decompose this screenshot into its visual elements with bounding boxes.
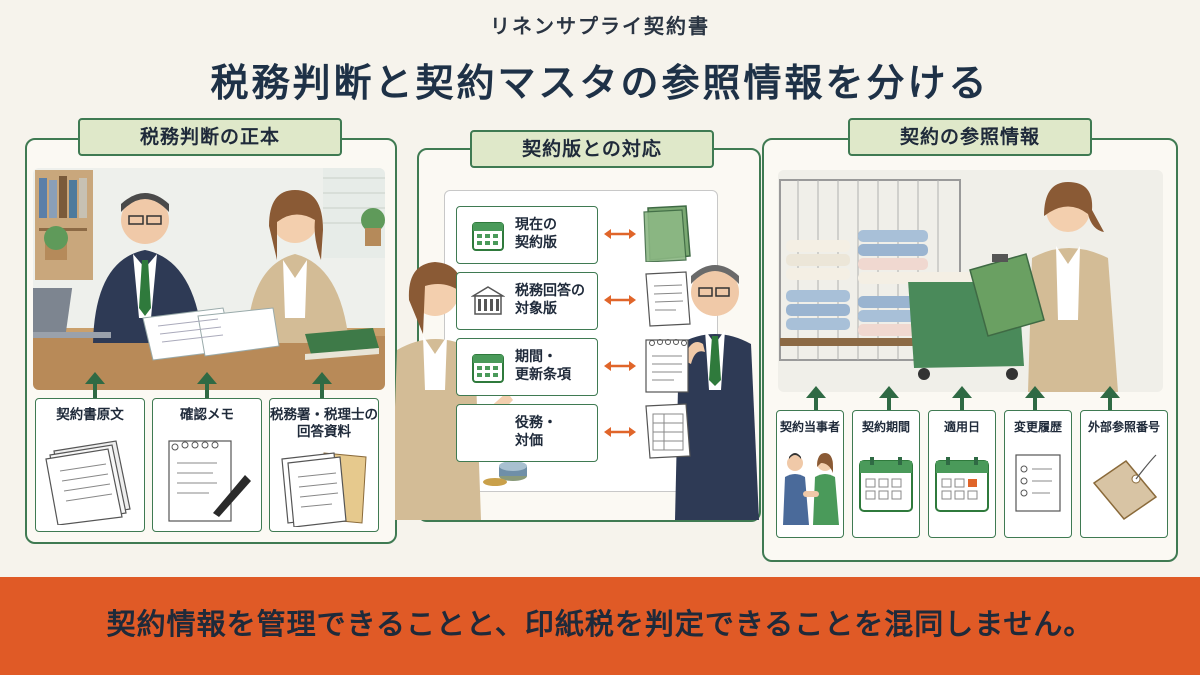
left-up-arrows [85,372,332,400]
right-card-period: 契約期間 [852,410,920,538]
mid-row-period: 期間・ 更新条項 [456,338,598,396]
document-stack-icon [45,440,131,525]
calendar-icon [472,222,504,251]
footer-banner: 契約情報を管理できることと、印紙税を判定できることを混同しません。 [0,577,1200,675]
left-card-label: 税務署・税理士の 回答資料 [270,407,378,440]
right-card-label: 契約期間 [861,420,910,434]
document-icon [645,271,691,327]
right-card-effective-date: 適用日 [928,410,996,538]
right-card-label: 適用日 [943,420,980,434]
left-card-original: 契約書原文 [35,398,145,532]
mid-row-current-version: 現在の 契約版 [456,206,598,264]
right-card-label: 外部参照番号 [1087,420,1160,434]
right-card-parties: 契約当事者 [776,410,844,538]
mid-row-tax-version: 税務回答の 対象版 [456,272,598,330]
mid-row-label: 税務回答の 対象版 [515,283,585,317]
right-card-external-ref: 外部参照番号 [1080,410,1168,538]
left-card-label: 契約書原文 [56,407,124,423]
right-panel-title: 契約の参照情報 [848,118,1092,156]
mid-row-label: 役務・ 対価 [515,415,557,449]
mid-row-label: 現在の 契約版 [515,217,557,251]
green-binder-icon [643,205,691,262]
tax-office-icon [471,286,505,315]
linen-storage-scene [778,170,1163,392]
handshake-icon [783,453,839,525]
page-title: 税務判断と契約マスタの参照情報を分ける [210,61,990,105]
office-meeting-scene [33,168,385,390]
mid-row-label: 期間・ 更新条項 [515,349,571,383]
left-card-tax-docs: 税務署・税理士の 回答資料 [269,398,379,532]
mid-row-service: 役務・ 対価 [456,404,598,462]
left-panel-title: 税務判断の正本 [78,118,342,156]
left-card-memo: 確認メモ [152,398,262,532]
right-card-label: 変更履歴 [1013,420,1062,434]
calendar-day-icon [935,457,989,512]
right-card-history: 変更履歴 [1004,410,1072,538]
notepad-icon [645,339,689,393]
right-up-arrows [806,386,1120,410]
middle-people-scene [395,262,759,520]
bidirectional-arrows [604,229,636,437]
table-doc-icon [645,403,691,459]
notepad-pen-icon [168,440,251,522]
subtitle: リネンサプライ契約書 [490,14,710,38]
folder-docs-icon [281,452,367,527]
calendar-icon [859,457,913,512]
middle-panel-title: 契約版との対応 [470,130,714,168]
right-card-label: 契約当事者 [779,420,840,434]
left-card-label: 確認メモ [180,407,234,423]
checklist-icon [1015,454,1061,512]
footer-message: 契約情報を管理できることと、印紙税を判定できることを混同しません。 [106,607,1094,641]
calendar-icon [472,354,504,383]
tag-icon [1092,454,1158,521]
